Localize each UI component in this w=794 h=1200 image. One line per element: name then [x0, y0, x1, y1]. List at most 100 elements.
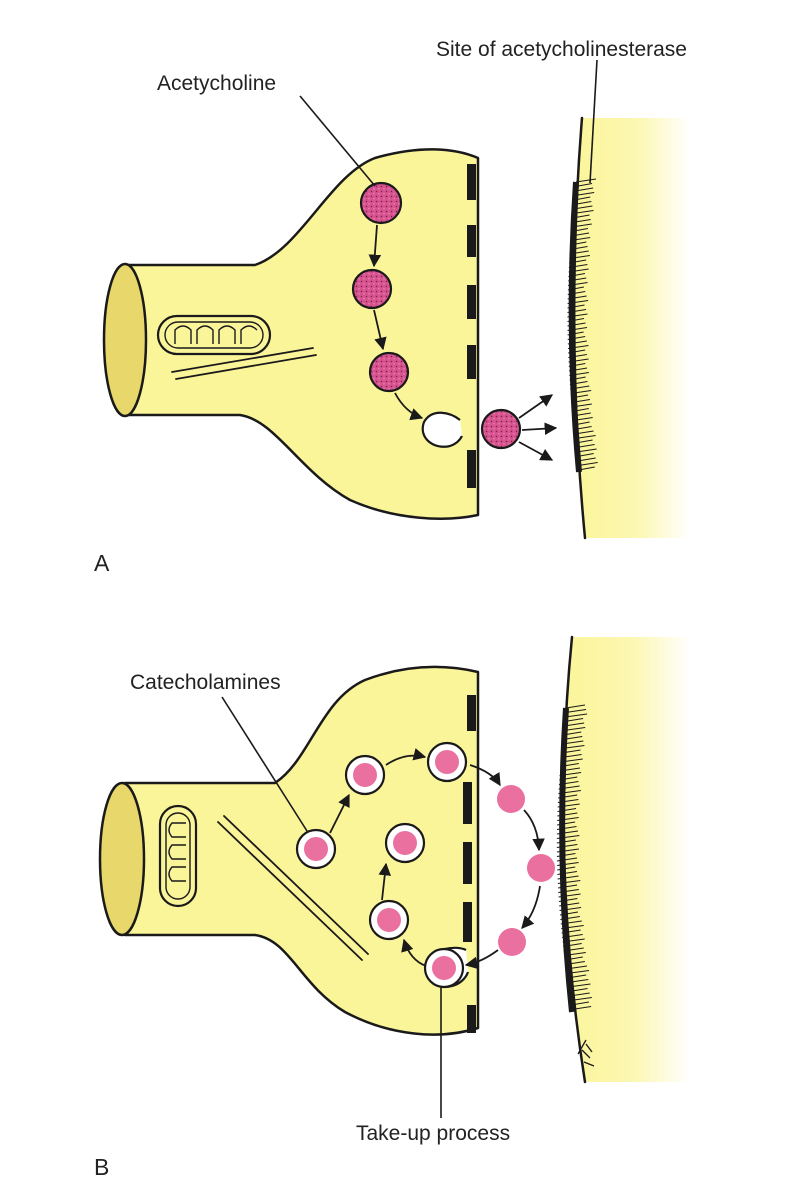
receptor-hair — [557, 884, 578, 889]
receptor-hair — [562, 933, 583, 939]
microtubule-b — [217, 815, 369, 961]
receptor-hair — [564, 951, 586, 957]
receptor-hair — [560, 915, 580, 921]
receptor-hair — [571, 1005, 592, 1011]
receptor-hair — [558, 897, 578, 903]
panel-a: Acetycholine Site of acetycholinesterase… — [94, 38, 690, 576]
receptor-hair — [575, 187, 594, 192]
presynaptic-terminal-b — [98, 665, 480, 1036]
receptor-hair — [569, 380, 588, 386]
postsynaptic-membrane-a — [567, 116, 690, 540]
receptor-hair — [566, 969, 590, 975]
receptor-hair — [570, 232, 590, 237]
receptor-hair — [567, 308, 587, 314]
receptor-hair — [557, 861, 579, 867]
catecholamine-vesicles — [295, 741, 468, 989]
receptor-hair — [565, 708, 587, 714]
receptor-band-a — [568, 181, 582, 473]
receptor-hair — [567, 290, 586, 296]
receptor-hair — [565, 704, 586, 709]
receptor-hair — [568, 367, 588, 372]
receptor-hair — [567, 340, 587, 345]
receptor-hair — [569, 992, 590, 997]
receptor-hair — [569, 259, 587, 264]
released-catecholamines — [497, 785, 555, 956]
receptor-hair — [568, 358, 589, 363]
receptor-hair — [556, 839, 576, 844]
receptor-hair — [557, 798, 579, 804]
receptor-hair — [569, 376, 586, 381]
receptor-hair — [568, 272, 586, 278]
receptor-hair — [569, 254, 591, 260]
acetylcholine-label: Acetycholine — [157, 72, 276, 95]
release-zones-b — [463, 695, 476, 1033]
receptor-hair — [567, 326, 588, 332]
acetylcholinesterase-sites — [567, 178, 598, 471]
mitochondrion-b — [158, 804, 198, 908]
receptor-hair — [572, 209, 594, 215]
receptor-hair — [567, 304, 585, 309]
receptor-hair — [574, 430, 594, 435]
receptor-hair — [569, 371, 589, 377]
receptor-hair — [567, 335, 586, 341]
receptor-hair — [576, 443, 595, 449]
receptor-hair — [562, 938, 585, 943]
receptor-hair — [557, 875, 579, 880]
receptor-hair — [573, 416, 593, 422]
receptor-hair — [567, 281, 588, 287]
receptor-hair — [569, 245, 588, 251]
receptor-hair — [572, 412, 591, 417]
receptor-hair — [574, 425, 592, 431]
receptor-hair — [578, 466, 595, 471]
receptor-hair — [557, 807, 577, 813]
axon-cross-section — [102, 262, 148, 418]
catecholamines-leader — [221, 696, 308, 832]
acetylcholine-vesicle — [351, 268, 393, 310]
receptor-hair — [570, 241, 587, 246]
microtubule-a — [171, 347, 317, 380]
receptor-hair — [568, 983, 591, 988]
receptor-hair — [564, 722, 585, 727]
receptor-hair — [560, 920, 582, 925]
postsynaptic-membrane-b — [556, 635, 690, 1084]
receptor-hair — [577, 452, 594, 458]
receptor-hair — [563, 726, 586, 732]
receptor-hair — [570, 389, 592, 395]
receptor-hair — [567, 331, 584, 336]
artist-signature — [577, 1039, 595, 1067]
receptor-hair — [562, 735, 583, 741]
receptor-hair — [568, 263, 588, 269]
receptor-hair — [567, 286, 585, 291]
receptor-hair — [568, 277, 587, 282]
receptor-hair — [568, 353, 587, 359]
receptor-hair — [559, 776, 578, 781]
axon-cross-section — [98, 781, 146, 937]
receptor-hair — [557, 870, 578, 876]
receptor-hair — [567, 974, 587, 979]
receptor-hair — [567, 322, 586, 327]
receptor-hair — [574, 191, 595, 197]
receptor-hair — [571, 227, 589, 233]
receptor-hair — [556, 852, 576, 858]
receptor-hair — [558, 893, 581, 898]
receptor-hair — [568, 362, 586, 368]
panel-b: Catecholamines Take-up process B — [94, 635, 690, 1180]
receptor-sites-b — [556, 704, 592, 1011]
receptor-hair — [556, 825, 577, 831]
receptor-hair — [561, 753, 582, 759]
receptor-hair — [572, 407, 589, 413]
receptor-hair — [556, 843, 578, 849]
receptor-hair — [569, 250, 589, 255]
receptor-hair — [574, 196, 591, 201]
receptor-hair — [575, 178, 597, 183]
receptor-hair — [563, 731, 582, 736]
catecholamine-molecule — [498, 928, 526, 956]
receptor-hair — [556, 848, 579, 853]
receptor-hair — [556, 834, 580, 840]
receptor-hair — [565, 960, 585, 966]
receptor-hair — [559, 902, 580, 907]
release-zones-a — [467, 164, 476, 488]
receptor-hair — [562, 740, 584, 745]
receptor-hair — [567, 299, 589, 305]
